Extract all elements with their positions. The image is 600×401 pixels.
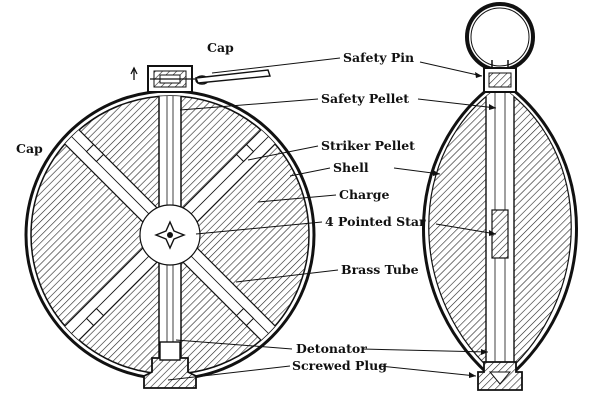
label-screwed-plug: Screwed Plug — [292, 358, 387, 373]
oval-cap — [483, 60, 517, 93]
labels: Cap Cap Safety Pin Safety Pellet Striker… — [16, 40, 426, 373]
round-grenade-section — [24, 65, 316, 389]
label-shell: Shell — [333, 160, 369, 175]
label-safety-pellet: Safety Pellet — [321, 91, 409, 106]
oval-pull-ring — [465, 2, 535, 72]
oval-grenade-section — [422, 2, 578, 391]
label-cap-top: Cap — [207, 40, 234, 55]
round-safety-pin — [150, 69, 271, 85]
label-safety-pin: Safety Pin — [343, 50, 414, 65]
oval-screwed-plug — [477, 361, 523, 391]
label-cap-left: Cap — [16, 141, 43, 156]
label-detonator: Detonator — [296, 341, 367, 356]
leader-lines — [167, 57, 497, 381]
label-striker-pellet: Striker Pellet — [321, 138, 415, 153]
label-pointed-star: 4 Pointed Star — [325, 214, 426, 229]
round-screwed-plug — [143, 341, 197, 389]
label-charge: Charge — [339, 187, 389, 202]
label-brass-tube: Brass Tube — [341, 262, 419, 277]
